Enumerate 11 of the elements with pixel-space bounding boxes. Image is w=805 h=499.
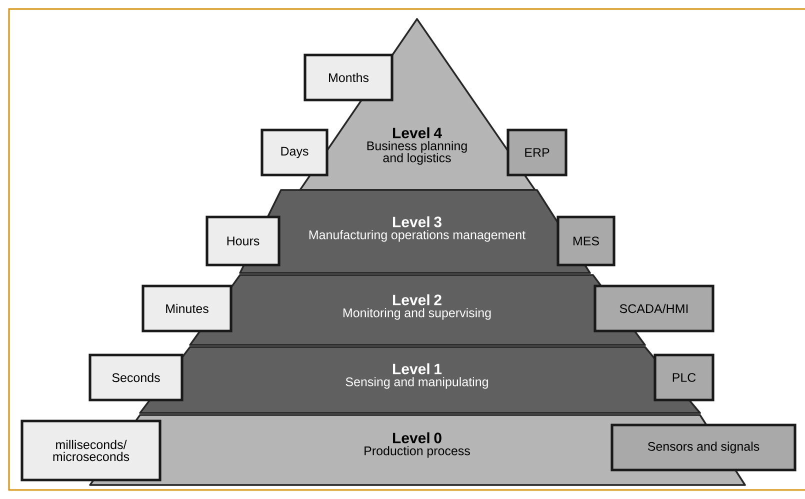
label-box: ERP — [506, 128, 568, 176]
label-box: SCADA/HMI — [594, 284, 714, 332]
label-box: MES — [556, 216, 616, 266]
label-box: Sensors and signals — [610, 424, 796, 472]
label-box: Seconds — [88, 354, 184, 402]
label-box: Days — [260, 128, 328, 176]
label-box: Hours — [206, 216, 280, 266]
label-box: PLC — [654, 354, 714, 402]
label-box: milliseconds/ microseconds — [20, 420, 162, 482]
label-box: Minutes — [142, 284, 232, 332]
label-box: Months — [304, 54, 394, 102]
